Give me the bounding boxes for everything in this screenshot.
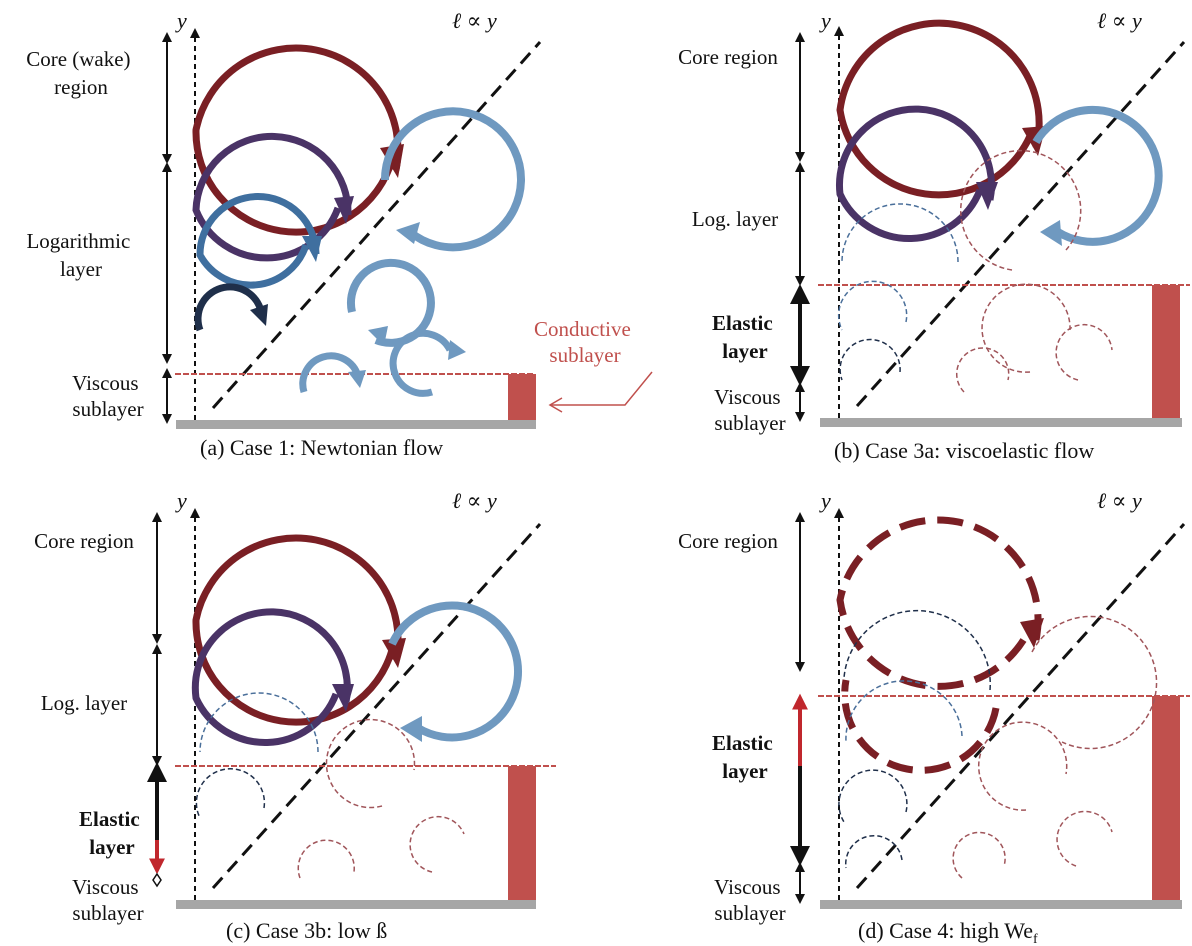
scaling-line bbox=[855, 40, 1186, 408]
eddy-light-blue-small-1-head bbox=[348, 370, 366, 388]
eddy-dashed-red-1 bbox=[981, 283, 1071, 373]
region-label-elastic: Elastic layer bbox=[712, 311, 778, 363]
region-label-core: Core region bbox=[678, 45, 778, 69]
eddy-dashed-blue-2 bbox=[837, 280, 908, 331]
eddy-dashed-red-3 bbox=[952, 831, 1006, 879]
eddy-large-dashed-red bbox=[836, 516, 1042, 690]
wall bbox=[820, 418, 1182, 427]
caption-c: (c) Case 3b: low ß bbox=[226, 918, 387, 943]
eddy-dashed-red-1 bbox=[1031, 615, 1158, 750]
region-label-core: Core region bbox=[34, 529, 134, 553]
region-label-elastic: Elastic layer bbox=[79, 807, 145, 859]
eddy-light-blue-large bbox=[388, 601, 523, 742]
caption-d: (d) Case 4: high Wef bbox=[858, 918, 1038, 946]
caption-a: (a) Case 1: Newtonian flow bbox=[200, 435, 443, 460]
eddy-purple bbox=[835, 105, 995, 242]
wall bbox=[176, 900, 536, 909]
region-label-viscous: Viscous sublayer bbox=[72, 371, 144, 421]
region-label-core: Core region bbox=[678, 529, 778, 553]
eddy-purple-head bbox=[334, 196, 354, 224]
region-label-viscous: Viscous sublayer bbox=[72, 875, 144, 925]
eddy-light-blue-large-head bbox=[400, 716, 422, 742]
panel-c: y ℓ ∝ y Core region Log. layer Elastic l… bbox=[34, 488, 556, 943]
viscous-marker bbox=[152, 872, 162, 888]
eddy-dashed-red-2 bbox=[955, 347, 1010, 393]
region-label-viscous: Viscous sublayer bbox=[714, 385, 786, 435]
eddy-navy-head bbox=[250, 304, 268, 326]
eddy-light-blue-small-1 bbox=[299, 352, 362, 393]
eddy-dashed-navy bbox=[839, 338, 901, 381]
eddy-light-blue-mid-head bbox=[368, 326, 388, 346]
conductive-bar bbox=[508, 766, 536, 900]
scaling-label: ℓ ∝ y bbox=[1097, 8, 1142, 33]
eddy-dashed-red-3 bbox=[409, 815, 465, 873]
caption-b: (b) Case 3a: viscoelastic flow bbox=[834, 438, 1094, 463]
eddy-dashed-red-1 bbox=[325, 718, 416, 809]
region-label-viscous: Viscous sublayer bbox=[714, 875, 786, 925]
eddy-navy bbox=[194, 283, 266, 332]
eddy-dashed-navy bbox=[195, 768, 266, 819]
eddy-large-dark-red-head bbox=[382, 638, 406, 668]
caption-d-subscript: f bbox=[1033, 932, 1038, 946]
eddy-dashed-red-4 bbox=[960, 149, 1082, 271]
scaling-line bbox=[211, 41, 542, 409]
eddy-large-dashed-red-head bbox=[1020, 618, 1044, 648]
conductive-bar bbox=[1152, 696, 1180, 900]
conductive-bar bbox=[508, 374, 536, 420]
y-axis-label: y bbox=[175, 8, 187, 33]
scaling-label: ℓ ∝ y bbox=[452, 8, 497, 33]
scaling-label: ℓ ∝ y bbox=[1097, 488, 1142, 513]
region-label-core: Core (wake) region bbox=[26, 47, 136, 99]
conductive-label: Conductive sublayer bbox=[534, 317, 636, 367]
eddy-dashed-red-3 bbox=[1055, 323, 1113, 381]
region-label-log: Log. layer bbox=[41, 691, 127, 715]
scaling-line bbox=[855, 522, 1186, 890]
eddy-light-blue-large-head bbox=[1040, 220, 1062, 246]
panel-b: y ℓ ∝ y Core region Log. layer Elastic l… bbox=[678, 8, 1190, 463]
conductive-pointer bbox=[550, 371, 653, 406]
region-label-log: Logarithmic layer bbox=[26, 229, 135, 281]
eddy-large-dark-red bbox=[836, 19, 1043, 199]
region-label-log: Log. layer bbox=[692, 207, 778, 231]
eddy-dashed-navy-1 bbox=[843, 610, 991, 691]
eddy-dashed-navy-2 bbox=[838, 769, 908, 823]
y-axis-label: y bbox=[819, 488, 831, 513]
eddy-light-blue-large bbox=[1032, 105, 1163, 246]
eddy-light-blue-small-2-head bbox=[448, 340, 466, 360]
eddy-light-blue-small-2 bbox=[389, 329, 454, 397]
eddy-light-blue-large bbox=[380, 107, 525, 252]
eddy-dashed-navy-3 bbox=[844, 835, 903, 869]
wall bbox=[176, 420, 536, 429]
eddy-purple bbox=[191, 608, 351, 746]
conductive-bar bbox=[1152, 285, 1180, 418]
eddy-light-blue-large-head bbox=[396, 222, 420, 244]
y-axis-label: y bbox=[175, 488, 187, 513]
eddy-dashed-blue-1 bbox=[841, 203, 959, 263]
eddy-dashed-red-4 bbox=[1056, 810, 1113, 867]
region-label-elastic: Elastic layer bbox=[712, 731, 778, 783]
eddy-dashed-red-2 bbox=[977, 721, 1068, 811]
conductive-pointer-head bbox=[548, 397, 563, 413]
eddy-dashed-red-2 bbox=[297, 839, 355, 879]
eddy-steel-blue-head bbox=[302, 236, 322, 262]
scaling-label: ℓ ∝ y bbox=[452, 488, 497, 513]
eddy-purple-head bbox=[332, 684, 354, 712]
y-axis-label: y bbox=[819, 8, 831, 33]
eddy-purple bbox=[192, 132, 352, 262]
panel-a: y ℓ ∝ y Core (wake) region Logarithmic l… bbox=[26, 8, 653, 460]
eddy-dashed-blue-1 bbox=[199, 692, 319, 753]
eddy-large-dark-red-head bbox=[380, 144, 404, 178]
eddy-steel-blue bbox=[196, 193, 320, 289]
eddy-purple-head bbox=[976, 182, 998, 210]
wall bbox=[820, 900, 1182, 909]
eddy-dashed-blue-1 bbox=[845, 680, 963, 743]
eddy-large-dashed-red-2 bbox=[841, 679, 1000, 774]
panel-d: y ℓ ∝ y Core region Elastic layer Viscou… bbox=[678, 488, 1190, 946]
scaling-line bbox=[211, 522, 542, 890]
